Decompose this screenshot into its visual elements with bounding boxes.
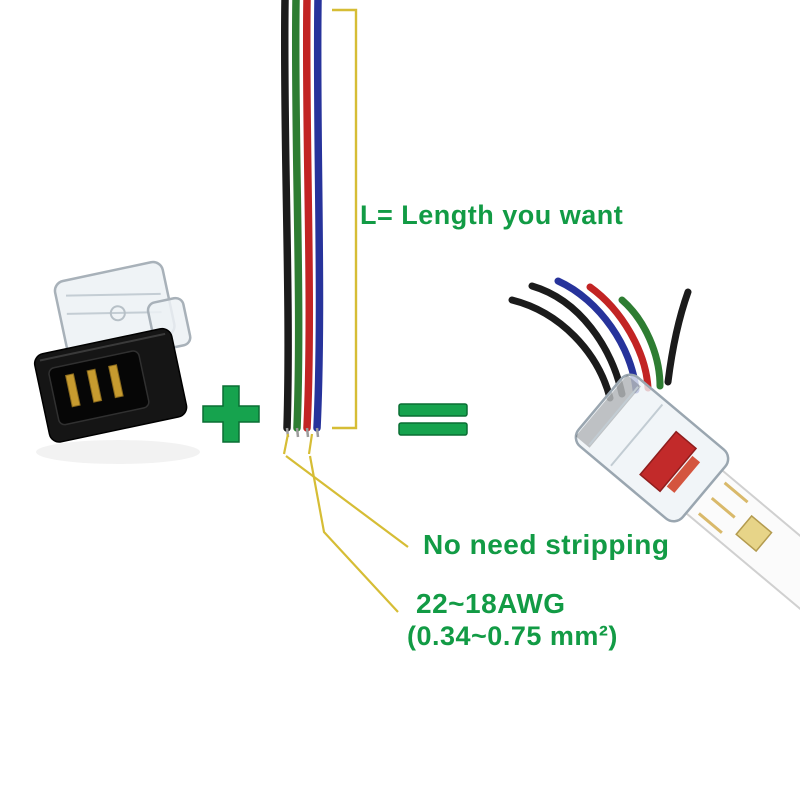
wire-black	[664, 288, 692, 386]
wire-cable	[280, 0, 324, 438]
awg-range-label: (0.34~0.75 mm²)	[407, 621, 618, 651]
gold-pin	[108, 364, 124, 399]
cover-ridge	[66, 311, 162, 315]
pointer-line-awg	[308, 455, 399, 613]
assembled-connector-photo	[508, 277, 800, 611]
awg-label: 22~18AWG	[416, 588, 566, 619]
gold-pin	[86, 368, 103, 403]
wire-green	[291, 0, 303, 432]
strip-pads	[697, 481, 749, 534]
plus-icon	[202, 385, 260, 443]
equals-bar	[398, 403, 468, 417]
cover-ridge	[65, 292, 161, 297]
cover-detail	[109, 305, 126, 322]
equals-icon	[398, 403, 468, 436]
length-bracket	[332, 8, 358, 430]
open-connector-photo	[33, 260, 192, 443]
inner-red-edge	[666, 455, 701, 493]
connector-clear-body	[574, 373, 730, 523]
wire-green	[618, 296, 664, 390]
inner-red-block	[639, 430, 698, 493]
wire-black	[528, 282, 626, 398]
wire-red	[302, 0, 314, 432]
wire-black	[280, 0, 292, 432]
no-stripping-label: No need stripping	[423, 529, 670, 560]
wire-tip	[315, 427, 320, 438]
pointer-tick	[282, 433, 290, 455]
pointer-lines	[282, 433, 409, 613]
wire-black	[508, 296, 614, 402]
pointer-tick	[307, 433, 314, 455]
body-ridge	[588, 386, 664, 467]
wire-tip	[295, 427, 300, 438]
housing-highlight	[39, 332, 166, 362]
pointer-line-no-stripping	[285, 455, 409, 548]
gold-pin	[65, 373, 81, 408]
length-label: L= Length you want	[360, 200, 624, 230]
wire-tip	[305, 427, 310, 438]
wire-blue	[313, 0, 324, 432]
led-chip	[735, 514, 773, 553]
equals-bar	[398, 422, 468, 436]
wire-red	[586, 283, 652, 392]
connector-shadow	[36, 440, 200, 464]
wire-entry	[575, 374, 641, 448]
